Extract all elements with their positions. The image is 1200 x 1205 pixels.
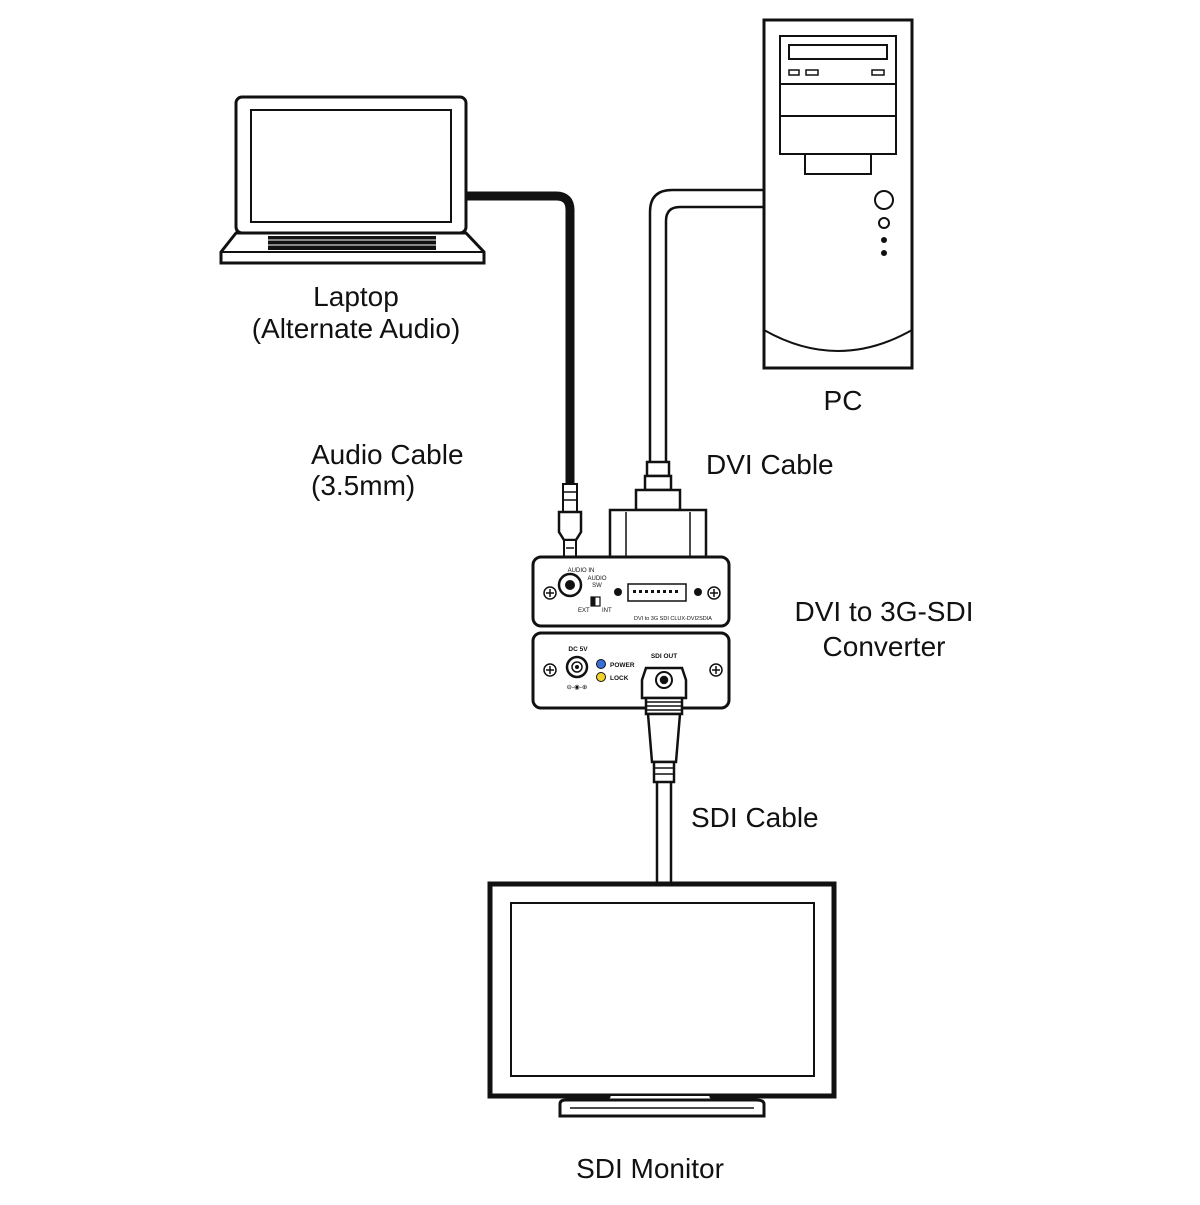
power-led-icon <box>596 659 606 669</box>
model-label: DVI to 3G SDI CLUX-DVI2SDIA <box>634 616 712 622</box>
audio-cable-label: Audio Cable <box>311 439 464 470</box>
laptop-sublabel: (Alternate Audio) <box>251 313 461 344</box>
audio-sw-label: AUDIO <box>587 576 606 582</box>
lock-label: LOCK <box>610 675 629 682</box>
sdi-monitor-label: SDI Monitor <box>576 1153 724 1184</box>
audio-in-label: AUDIO IN <box>568 568 595 574</box>
dvi-cable <box>608 188 764 586</box>
converter-rear-panel: DC 5V ⊖-◉-⊕ POWER LOCK SDI OUT <box>531 631 731 710</box>
lock-led-icon <box>596 672 606 682</box>
screw-icon <box>707 586 721 600</box>
monitor-icon <box>487 881 837 1118</box>
ext-label: EXT <box>578 608 590 614</box>
screw-icon <box>543 663 557 677</box>
audio-cable-sublabel: (3.5mm) <box>311 470 416 501</box>
power-label: POWER <box>610 662 635 669</box>
converter-front-panel: AUDIO IN AUDIO SW EXT INT DVI to 3G SDI … <box>531 555 731 628</box>
sdi-cable-label: SDI Cable <box>691 802 819 833</box>
sdi-cable <box>640 666 688 884</box>
pc-tower-icon <box>762 18 914 370</box>
screw-icon <box>709 663 723 677</box>
sdi-out-label: SDI OUT <box>651 653 677 660</box>
audio-cable <box>466 191 583 575</box>
pc-label: PC <box>823 385 863 416</box>
audio-sw-label: SW <box>592 583 602 589</box>
int-label: INT <box>602 608 612 614</box>
converter-sublabel: Converter <box>822 631 946 662</box>
laptop-label: Laptop <box>313 281 399 312</box>
laptop-icon <box>219 95 486 265</box>
screw-icon <box>543 586 557 600</box>
dvi-cable-label: DVI Cable <box>706 449 834 480</box>
dc-5v-label: DC 5V <box>568 646 588 653</box>
converter-label: DVI to 3G-SDI <box>794 596 974 627</box>
polarity-label: ⊖-◉-⊕ <box>567 684 588 691</box>
